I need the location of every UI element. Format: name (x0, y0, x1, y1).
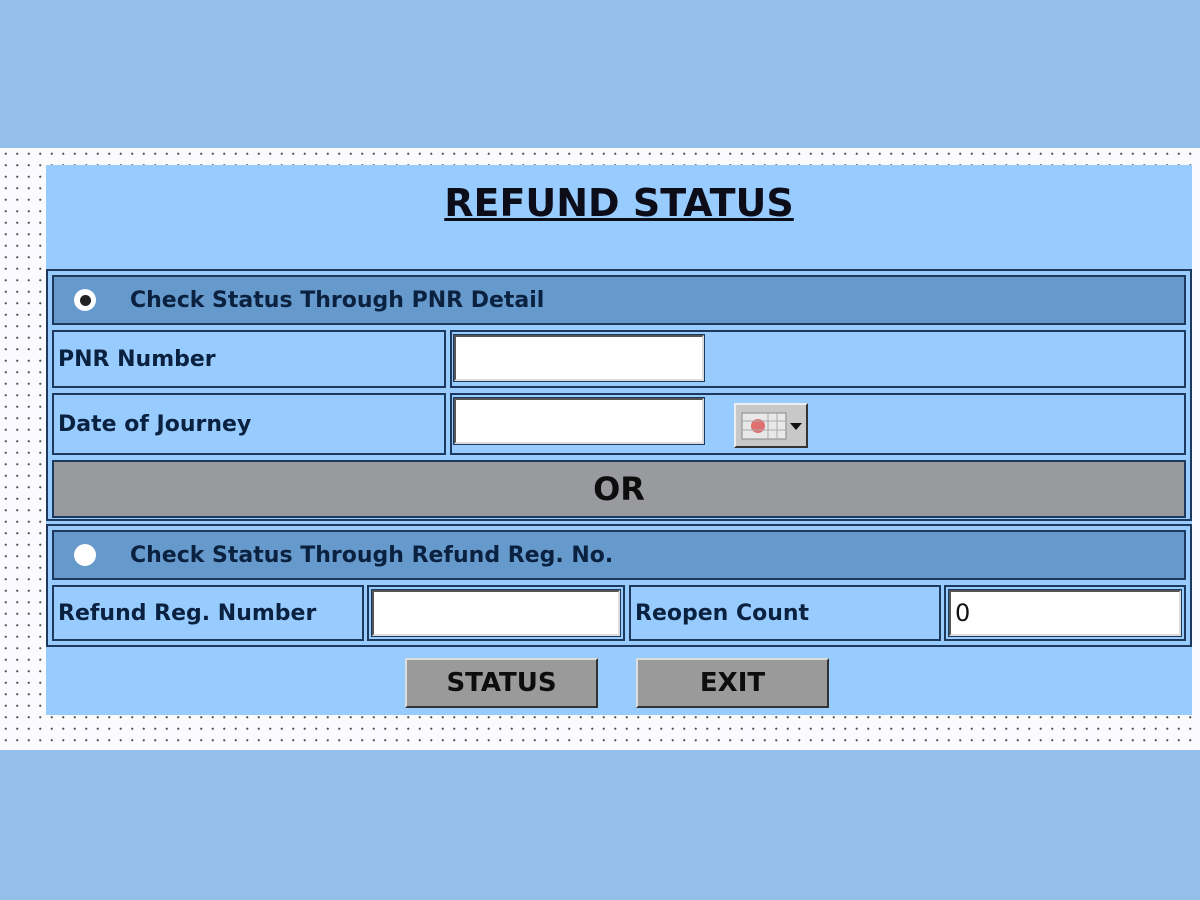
date-of-journey-label: Date of Journey (52, 393, 446, 455)
pnr-section-header: Check Status Through PNR Detail (52, 275, 1186, 325)
exit-button[interactable]: EXIT (636, 658, 829, 708)
pnr-number-input[interactable] (453, 334, 705, 382)
calendar-icon (741, 412, 802, 439)
calendar-button[interactable] (734, 403, 808, 448)
refund-section (46, 524, 1192, 647)
refund-section-header: Check Status Through Refund Reg. No. (52, 530, 1186, 580)
date-of-journey-input[interactable] (453, 397, 705, 445)
page-title: REFUND STATUS (444, 181, 794, 225)
refund-reg-number-label: Refund Reg. Number (52, 585, 364, 641)
pnr-radio[interactable] (74, 289, 96, 311)
pnr-radio-label: Check Status Through PNR Detail (130, 287, 545, 313)
reopen-count-input[interactable] (948, 589, 1182, 637)
refund-radio[interactable] (74, 544, 96, 566)
pnr-number-label: PNR Number (52, 330, 446, 388)
reopen-count-label: Reopen Count (629, 585, 941, 641)
pnr-section (46, 269, 1192, 521)
refund-status-form: REFUND STATUS Check Status Through PNR D… (46, 165, 1192, 715)
status-button[interactable]: STATUS (405, 658, 598, 708)
or-separator: OR (52, 460, 1186, 518)
refund-radio-label: Check Status Through Refund Reg. No. (130, 542, 614, 568)
refund-reg-number-input[interactable] (371, 589, 621, 637)
dropdown-arrow-icon (790, 422, 802, 430)
